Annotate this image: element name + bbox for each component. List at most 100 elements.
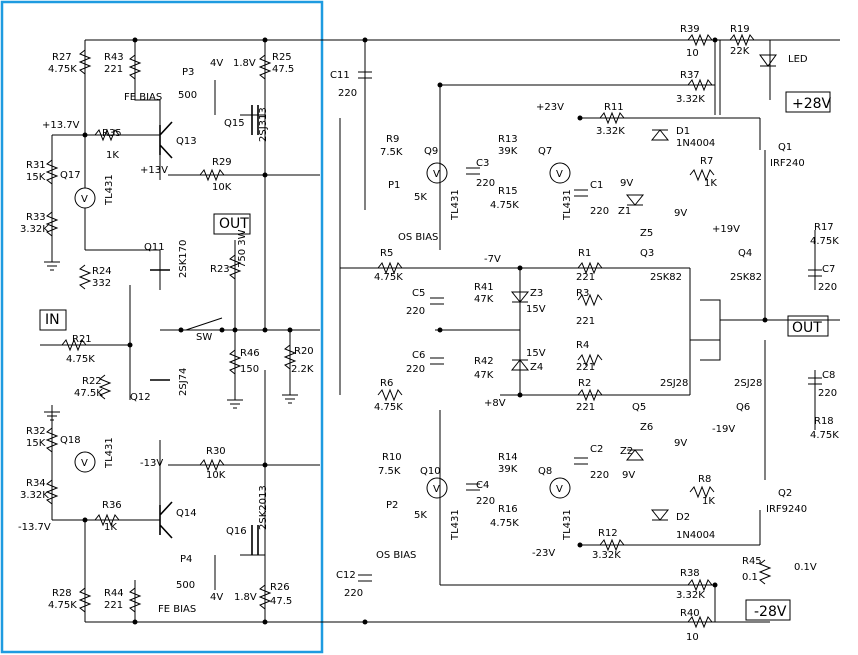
component-label: -23V <box>532 548 555 559</box>
component-label: 5K <box>414 510 427 521</box>
component-label: Q3 <box>640 248 654 259</box>
ground-icon <box>282 394 298 404</box>
r27-resistor <box>78 49 92 75</box>
r29-resistor <box>199 168 225 182</box>
component-label: R13 <box>498 134 518 145</box>
d1-diode-icon <box>650 129 670 141</box>
component-label: Q7 <box>538 146 552 157</box>
r28-resistor <box>78 587 92 613</box>
component-label: 221 <box>576 362 595 373</box>
component-label: -28V <box>754 604 787 620</box>
r3-resistor <box>577 293 603 307</box>
component-label: 1N4004 <box>676 138 715 149</box>
r45-resistor <box>758 559 772 585</box>
component-label: 1K <box>104 522 117 533</box>
r11-resistor <box>599 111 625 125</box>
q11-q12-jfet-icons <box>150 269 170 381</box>
q14-transistor-icon <box>159 501 173 539</box>
out-terminal-box-right <box>787 315 829 337</box>
component-label: R45 <box>742 556 762 567</box>
component-label: 220 <box>818 388 837 399</box>
component-label: 2SK82 <box>730 272 762 283</box>
component-label: 2SJ28 <box>734 378 762 389</box>
component-label: 2SJ28 <box>660 378 688 389</box>
component-label: Q5 <box>632 402 646 413</box>
component-label: R1 <box>578 248 591 259</box>
r38-resistor <box>687 578 713 592</box>
r25-resistor <box>258 54 272 80</box>
component-label: 4.75K <box>490 518 519 529</box>
component-label: LED <box>788 54 808 65</box>
component-label: R10 <box>382 452 402 463</box>
component-label: 5K <box>414 192 427 203</box>
component-label: 2SK82 <box>650 272 682 283</box>
r24-resistor <box>78 264 92 290</box>
d2-diode-icon <box>650 509 670 521</box>
component-label: 1N4004 <box>676 530 715 541</box>
component-label: R11 <box>604 102 624 113</box>
component-label: R16 <box>498 504 518 515</box>
component-label: 0.1 <box>742 572 758 583</box>
component-label: Z6 <box>640 422 653 433</box>
component-label: 221 <box>104 600 123 611</box>
q15-mosfet-icon <box>251 105 259 135</box>
component-label: 39K <box>498 146 518 157</box>
top-rail-wire <box>84 39 840 110</box>
input-stage-highlight <box>0 0 324 654</box>
component-label: R44 <box>104 588 124 599</box>
input-wiring <box>40 240 291 400</box>
svg-text:V: V <box>556 169 563 180</box>
component-label: 47.5 <box>270 596 292 607</box>
q16-mosfet-icon <box>251 525 259 555</box>
r26-resistor <box>258 584 272 610</box>
component-label: 332 <box>92 278 111 289</box>
component-label: R29 <box>212 157 232 168</box>
plus28v-terminal-box <box>785 91 831 113</box>
component-label: 221 <box>576 402 595 413</box>
component-label: 4V <box>210 592 223 603</box>
component-label: R27 <box>52 52 72 63</box>
component-label: TL431 <box>104 437 115 469</box>
component-label: R21 <box>72 334 92 345</box>
c12-capacitor <box>358 574 372 582</box>
component-label: R9 <box>386 134 399 145</box>
component-label: R22 <box>82 376 102 387</box>
component-label: 220 <box>818 282 837 293</box>
out-terminal-box-left <box>213 213 251 235</box>
component-label: C5 <box>412 288 425 299</box>
component-label: 47.5K <box>74 388 103 399</box>
component-label: P4 <box>180 554 192 565</box>
component-label: 3.32K <box>20 224 49 235</box>
component-label: OS BIAS <box>376 550 416 561</box>
junction-dots <box>82 37 768 625</box>
component-label: Q16 <box>226 526 247 537</box>
led-icon <box>759 54 777 67</box>
component-label: R24 <box>92 266 112 277</box>
component-label: +23V <box>536 102 564 113</box>
component-label: Q17 <box>60 170 81 181</box>
sw-switch-icon[interactable] <box>178 317 235 331</box>
svg-text:V: V <box>433 169 440 180</box>
component-label: 1K <box>106 150 119 161</box>
r44-resistor <box>128 587 142 613</box>
component-label: 9V <box>622 470 635 481</box>
component-label: 150 <box>240 364 259 375</box>
q18-voltage-ref-icon <box>74 451 96 473</box>
component-label: R34 <box>26 478 46 489</box>
c11-capacitor <box>358 71 372 79</box>
component-label: Q4 <box>738 248 752 259</box>
component-label: 4.75K <box>374 402 403 413</box>
minus28v-terminal-box <box>745 599 791 621</box>
q8-voltage-ref-icon <box>549 477 571 499</box>
component-label: 15K <box>26 172 46 183</box>
component-label: C2 <box>590 444 603 455</box>
component-label: C1 <box>590 180 603 191</box>
component-label: Q2 <box>778 488 792 499</box>
component-label: R17 <box>814 222 834 233</box>
component-label: +13.7V <box>42 120 80 131</box>
component-label: 1.8V <box>233 58 256 69</box>
z1-zener-icon <box>625 194 645 206</box>
component-label: TL431 <box>562 189 573 221</box>
component-label: 4.75K <box>810 236 839 247</box>
ground-icon <box>44 255 60 271</box>
